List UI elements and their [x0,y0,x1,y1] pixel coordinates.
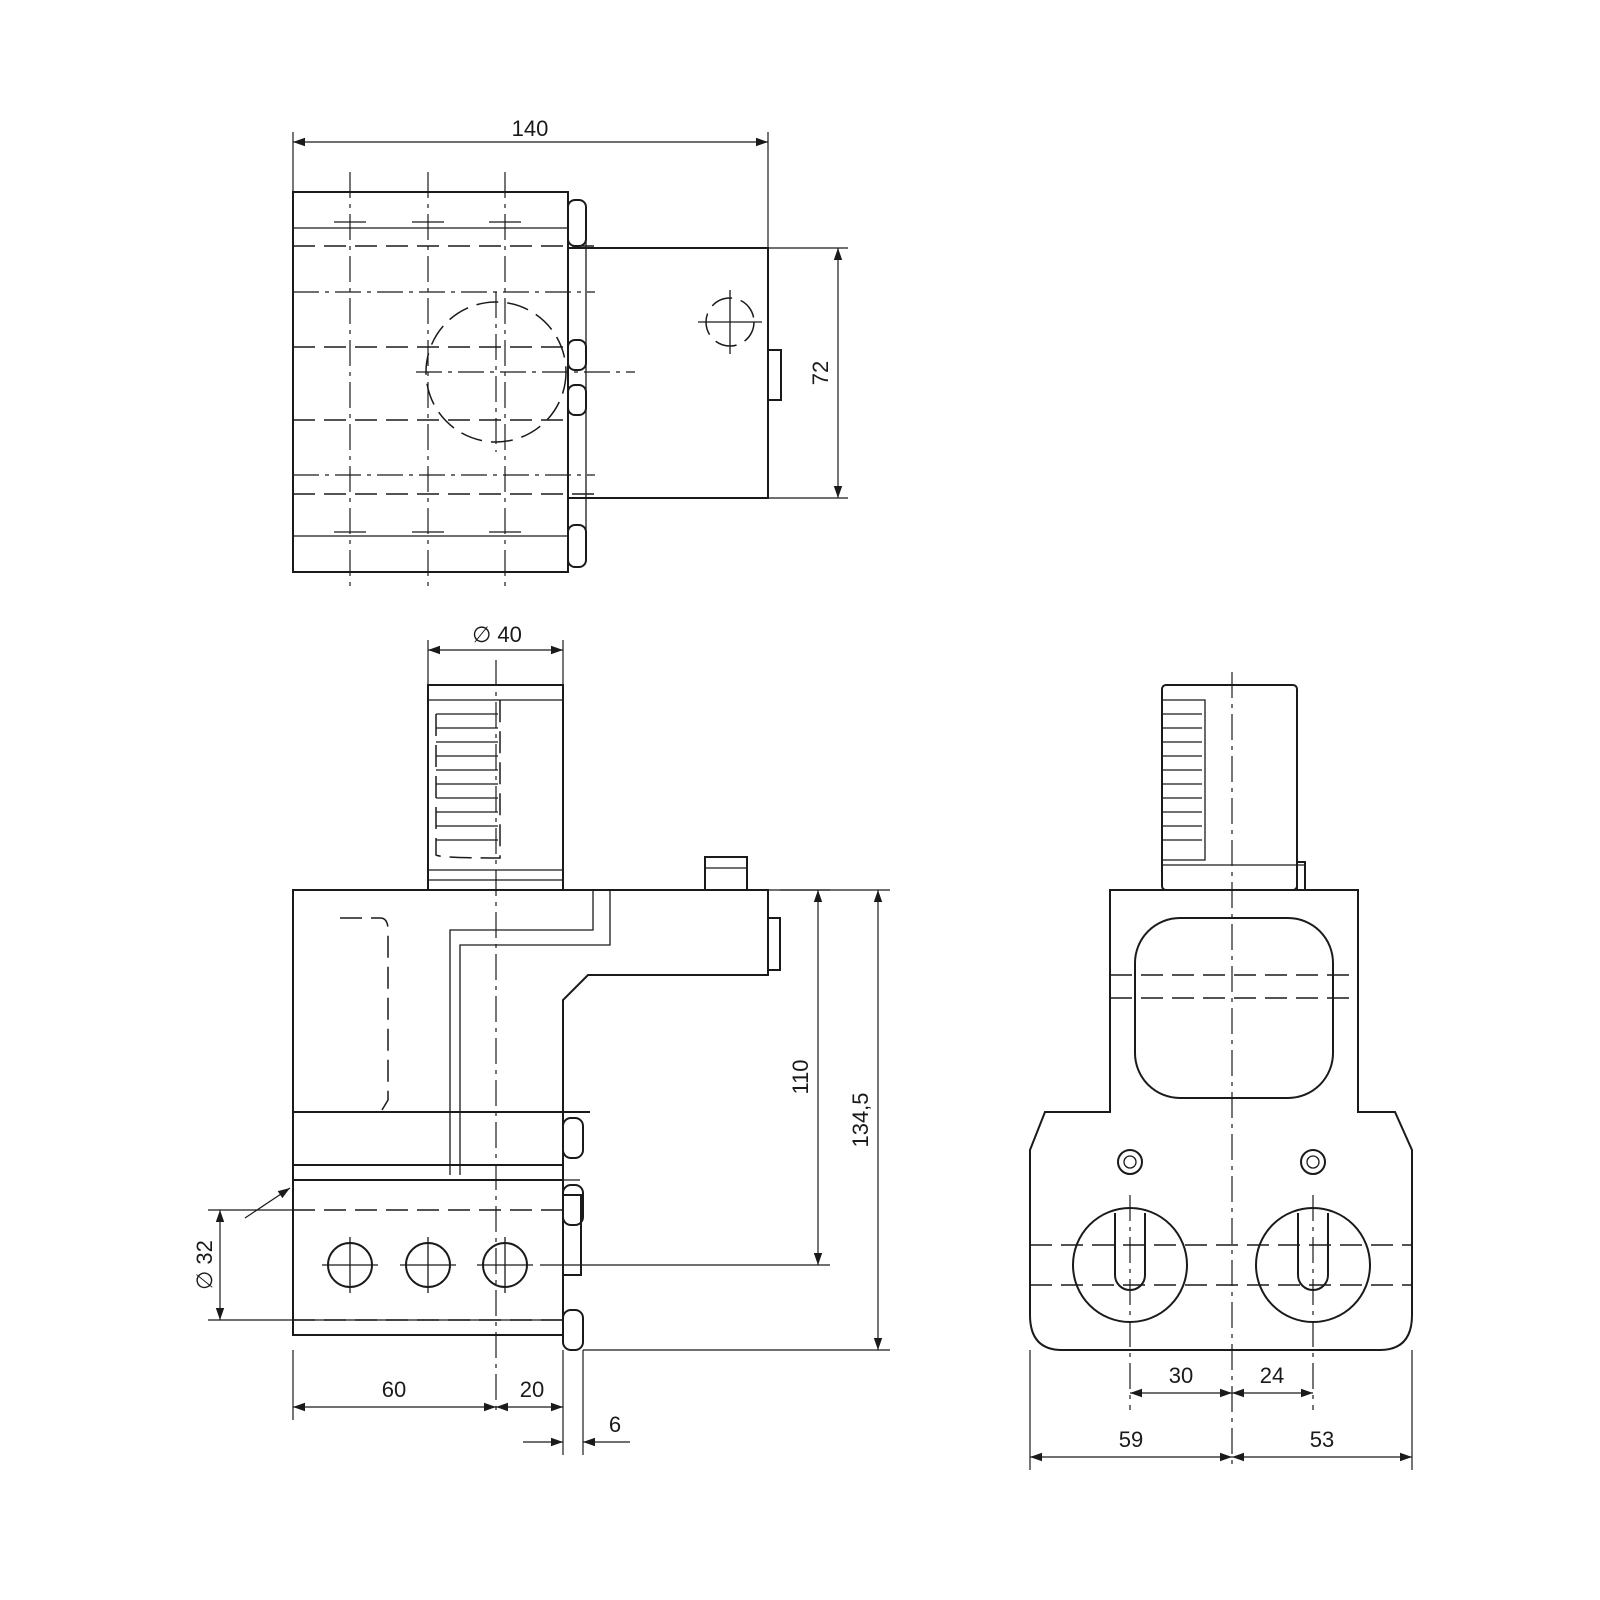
front-view: ∅ 40 110 134,5 ∅ 32 60 20 6 [192,622,890,1455]
left-offset-dimension: 60 [382,1377,406,1402]
shank-offset-dimension: 20 [520,1377,544,1402]
shank-diameter-dimension: ∅ 40 [472,622,522,647]
top-height-dimension: 72 [808,361,833,385]
step-dimension: 6 [609,1412,621,1437]
height-110-dimension: 110 [788,1059,813,1094]
left-inner-dimension: 30 [1169,1363,1193,1388]
top-width-dimension: 140 [512,116,549,141]
right-inner-dimension: 24 [1260,1363,1284,1388]
right-outer-dimension: 53 [1310,1427,1334,1452]
side-view: 30 24 59 53 [1029,672,1413,1470]
top-view: 140 72 [292,116,848,592]
left-outer-dimension: 59 [1119,1427,1143,1452]
total-height-dimension: 134,5 [848,1092,873,1147]
bore-diameter-dimension: ∅ 32 [192,1240,217,1290]
